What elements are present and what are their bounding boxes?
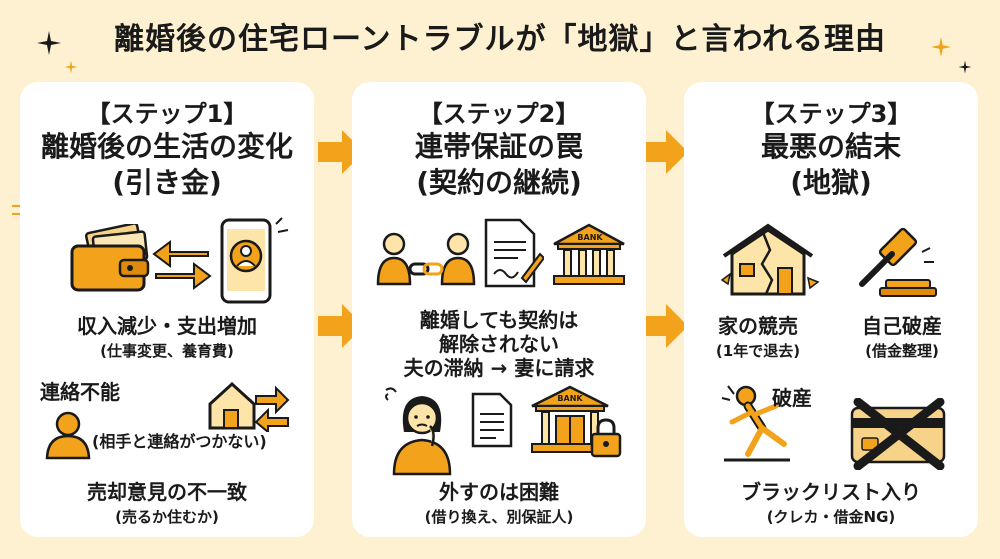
step1-heading: 離婚後の生活の変化 [40,130,293,163]
sparkle-icon [64,60,78,74]
gavel-icon [859,227,937,297]
step3-panel: 【ステップ3】 最悪の結末 (地獄) 家の競売 (1年で退去) 自己破産 (借金… [684,82,978,537]
step2-item1-line2: 解除されない [439,332,559,356]
step3-heading: 最悪の結末 [760,130,901,163]
wallet-money-icon [70,224,150,292]
step2-label: 【ステップ2】 [418,100,580,128]
page-title: 離婚後の住宅ローントラブルが「地獄」と言われる理由 [114,22,886,57]
step2-heading-sub: (契約の継続) [416,166,582,199]
bank-sign-label: BANK [557,394,583,403]
step3-item1: 家の競売 [718,314,798,338]
house-arrows-icon [208,381,290,432]
falling-person-icon [721,385,790,462]
step1-item2: 連絡不能 [40,380,120,404]
step1-panel: 【ステップ1】 離婚後の生活の変化 (引き金) 収入減少・支出増加 (仕事変更、… [20,82,314,537]
step1-heading-sub: (引き金) [112,166,222,199]
step3-item4: ブラックリスト入り [741,480,921,504]
sparkle-icon [958,60,972,74]
step2-item1-line1: 離婚しても契約は [419,308,579,332]
step2-item2-note: (借り換え、別保証人) [424,508,574,526]
sparkle-icon [37,31,61,55]
arrow-right-icon [642,130,688,174]
contract-document-icon [484,218,544,288]
step3-label: 【ステップ3】 [750,100,912,128]
step2-item1-line3: 夫の滞納 → 妻に請求 [403,356,595,380]
step2-panel: 【ステップ2】 連帯保証の罠 (契約の継続) BANK 離婚しても契約は 解除さ… [352,82,646,537]
broken-house-icon [720,223,820,296]
couple-chain-icon [376,232,476,286]
step1-item2-note: (相手と連絡がつかない) [92,432,267,451]
credit-card-crossed-icon [850,398,946,470]
exchange-arrows-icon [152,240,212,290]
step1-item1-note: (仕事変更、養育費) [100,342,234,360]
step1-item3: 売却意見の不一致 [87,480,247,504]
smartphone-contact-icon [220,217,289,304]
bank-building-icon [553,223,625,285]
worried-woman-icon [385,387,452,476]
bank-lock-icon [531,385,622,458]
step2-heading: 連帯保証の罠 [414,130,583,163]
bank-sign-label: BANK [577,233,603,242]
step3-item2: 自己破産 [862,314,942,338]
step3-item2-note: (借金整理) [865,342,939,360]
step3-item4-note: (クレカ・借金NG) [766,508,896,526]
step3-item3: 破産 [772,386,812,410]
document-icon [471,392,513,448]
step1-item1: 収入減少・支出増加 [77,314,257,338]
arrow-right-icon [642,304,688,348]
step3-item1-note: (1年で退去) [715,342,801,360]
step2-item2: 外すのは困難 [439,480,559,504]
step3-heading-sub: (地獄) [790,166,872,199]
step1-item3-note: (売るか住むか) [115,508,219,526]
step1-label: 【ステップ1】 [86,100,248,128]
person-silhouette-icon [45,411,91,460]
sparkle-icon [930,36,952,58]
